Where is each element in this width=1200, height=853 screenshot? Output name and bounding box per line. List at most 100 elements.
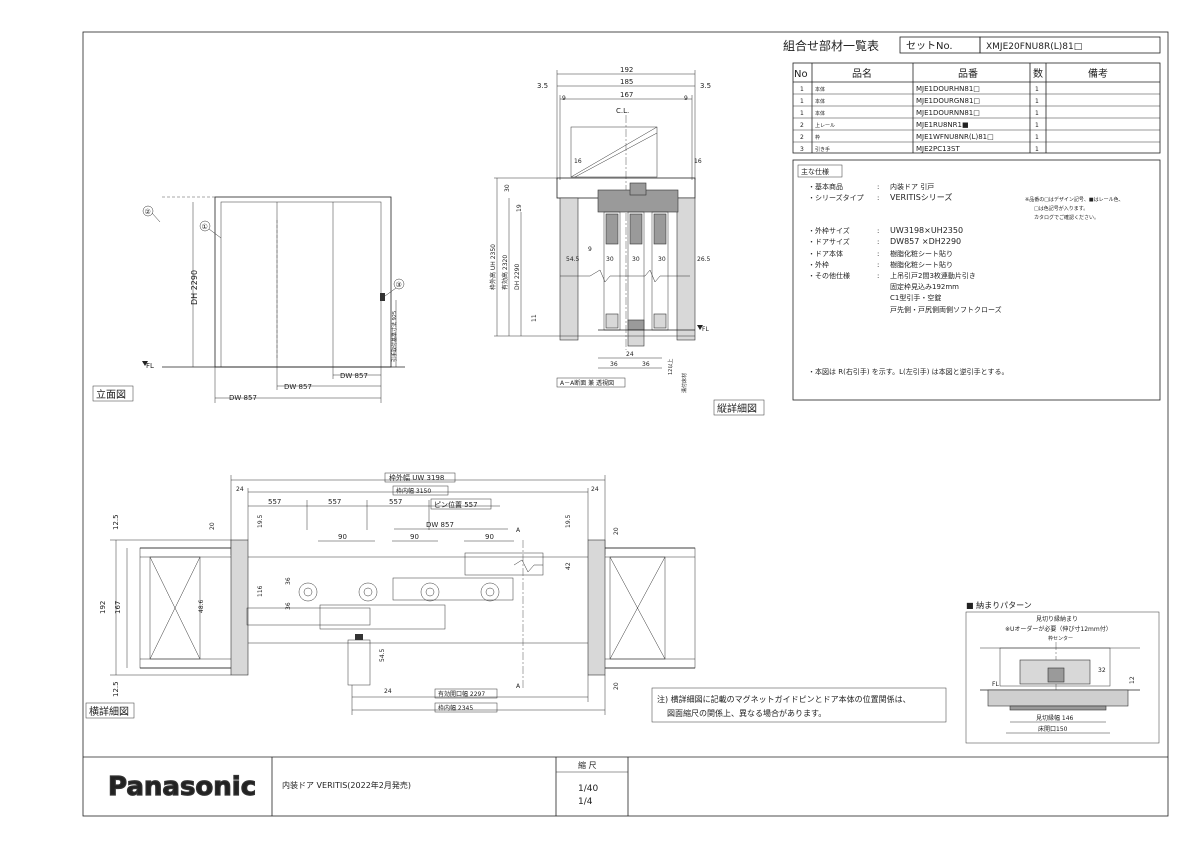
door-panel-4 xyxy=(464,552,544,576)
svg-text:2: 2 xyxy=(800,134,804,141)
svg-text:167: 167 xyxy=(620,91,633,99)
svg-text:枠内幅 3150: 枠内幅 3150 xyxy=(396,487,431,495)
svg-text:36: 36 xyxy=(285,577,292,585)
svg-text:MJE1WFNU8NR(L)81□: MJE1WFNU8NR(L)81□ xyxy=(916,133,994,141)
svg-text:30: 30 xyxy=(658,256,666,263)
svg-text:1: 1 xyxy=(1035,134,1039,141)
svg-text:2: 2 xyxy=(800,122,804,129)
svg-text:見切り縁納まり: 見切り縁納まり xyxy=(1036,615,1078,623)
svg-text:溝付床材: 溝付床材 xyxy=(681,373,688,393)
svg-text:・シリーズタイプ: ・シリーズタイプ xyxy=(808,193,864,202)
door-panel-1 xyxy=(246,607,371,626)
svg-text:90: 90 xyxy=(410,533,419,541)
pattern-title: ■ 納まりパターン xyxy=(966,600,1032,610)
svg-text:C1型引手・空錠: C1型引手・空錠 xyxy=(890,293,941,302)
svg-text:48.6: 48.6 xyxy=(198,599,205,613)
svg-text:192: 192 xyxy=(99,601,107,614)
svg-text:FL: FL xyxy=(992,681,999,688)
installation-pattern: ■ 納まりパターン 見切り縁納まり ※Uオーダーが必要（伸び寸12mm付） 枠セ… xyxy=(965,600,1160,744)
svg-text:12以上: 12以上 xyxy=(667,359,674,375)
svg-text:DW 857: DW 857 xyxy=(284,383,312,391)
note-box: 注) 横詳細図に記載のマグネットガイドピンとドア本体の位置関係は、 図面縮尺の関… xyxy=(651,687,947,723)
svg-text:有効開口幅 2297: 有効開口幅 2297 xyxy=(438,690,485,698)
svg-text:12.5: 12.5 xyxy=(112,514,120,530)
table-row: 2 枠 MJE1WFNU8NR(L)81□ 1 xyxy=(800,133,1039,141)
svg-text:1: 1 xyxy=(800,98,804,105)
panasonic-logo: Panasonic xyxy=(108,772,256,802)
svg-text:DW857 ×DH2290: DW857 ×DH2290 xyxy=(890,237,961,246)
svg-text:16: 16 xyxy=(574,158,582,165)
elevation-label: 立面図 xyxy=(96,388,126,401)
svg-text:ピン位置 557: ピン位置 557 xyxy=(434,500,478,509)
svg-text::: : xyxy=(877,194,879,202)
svg-text:・ドア本体: ・ドア本体 xyxy=(808,249,843,258)
table-row: 1 本体 MJE1DOURGN81□ 1 xyxy=(800,97,1039,105)
svg-text:③: ③ xyxy=(396,281,402,289)
vertical-detail-label: 縦詳細図 xyxy=(717,402,757,415)
svg-text:11: 11 xyxy=(531,314,538,322)
svg-text:床開口150: 床開口150 xyxy=(1038,725,1068,733)
svg-text:557: 557 xyxy=(389,498,402,506)
svg-text:戸先側・戸尻側両側ソフトクローズ: 戸先側・戸尻側両側ソフトクローズ xyxy=(890,305,1002,314)
svg-text:DH 2290: DH 2290 xyxy=(514,264,521,290)
svg-text:1: 1 xyxy=(800,110,804,117)
svg-text:30: 30 xyxy=(504,184,511,192)
handle-height-note: 引手取付基準寸法 925 xyxy=(391,311,398,362)
door-panel-3 xyxy=(392,577,514,601)
svg-text:116: 116 xyxy=(257,585,264,597)
svg-text:引き手: 引き手 xyxy=(815,146,830,153)
svg-text:②: ② xyxy=(145,208,151,216)
svg-text:557: 557 xyxy=(328,498,341,506)
balloon-1 xyxy=(199,220,211,232)
svg-text:・外枠サイズ: ・外枠サイズ xyxy=(808,226,850,235)
svg-text:上吊引戸2間3枚連動片引き: 上吊引戸2間3枚連動片引き xyxy=(890,271,976,280)
svg-text:12: 12 xyxy=(1129,676,1136,684)
svg-text:19.5: 19.5 xyxy=(257,514,264,528)
header-no: No xyxy=(794,69,808,80)
svg-text:上レール: 上レール xyxy=(815,122,835,129)
svg-text:90: 90 xyxy=(338,533,347,541)
svg-text:1: 1 xyxy=(800,86,804,93)
svg-text::: : xyxy=(877,238,879,246)
svg-text::: : xyxy=(877,272,879,280)
svg-text::: : xyxy=(877,227,879,235)
svg-text:54.5: 54.5 xyxy=(566,256,580,263)
parts-table: 組合せ部材一覧表 セットNo. XMJE20FNU8R(L)81□ No 品名 … xyxy=(783,36,1161,154)
specs-heading: 主な仕様 xyxy=(801,167,829,176)
set-no-value: XMJE20FNU8R(L)81□ xyxy=(986,42,1082,52)
svg-text:20: 20 xyxy=(209,522,216,530)
fl-label: FL xyxy=(146,362,154,370)
svg-text:32: 32 xyxy=(1098,667,1106,674)
svg-text:3.5: 3.5 xyxy=(700,82,711,90)
table-row: 1 本体 MJE1DOURHN81□ 1 xyxy=(800,85,1039,93)
svg-text:167: 167 xyxy=(114,601,122,614)
jamb-right xyxy=(587,539,606,676)
svg-text:UW3198×UH2350: UW3198×UH2350 xyxy=(890,226,963,235)
svg-text:3.5: 3.5 xyxy=(537,82,548,90)
svg-text:縮 尺: 縮 尺 xyxy=(578,760,597,770)
svg-text:9: 9 xyxy=(562,95,566,102)
door-panel-section xyxy=(603,211,669,331)
svg-text:MJE1RU8NR1■: MJE1RU8NR1■ xyxy=(916,121,969,129)
svg-text:枠外高 UH 2350: 枠外高 UH 2350 xyxy=(489,244,497,290)
svg-text:185: 185 xyxy=(620,78,633,86)
section-label: A－A断面 兼 透視図 xyxy=(560,379,614,387)
balloon-2 xyxy=(142,205,154,217)
svg-text:有効高 2320: 有効高 2320 xyxy=(501,255,509,290)
svg-text::: : xyxy=(877,261,879,269)
svg-text:1: 1 xyxy=(1035,122,1039,129)
horizontal-detail: 枠外幅 UW 3198 枠内幅 3150 24 24 557 557 557 ピ… xyxy=(85,472,696,719)
guide-pin-icon xyxy=(298,582,500,602)
svg-text:枠内幅 2345: 枠内幅 2345 xyxy=(438,704,473,712)
svg-text:557: 557 xyxy=(268,498,281,506)
svg-text:19.5: 19.5 xyxy=(565,514,572,528)
svg-text:30: 30 xyxy=(606,256,614,263)
svg-text:30: 30 xyxy=(632,256,640,263)
svg-text:□は色記号が入ります。: □は色記号が入ります。 xyxy=(1034,205,1088,212)
vd-fl-label: FL xyxy=(702,326,709,333)
svg-text:12.5: 12.5 xyxy=(112,681,120,697)
dh-label: DH 2290 xyxy=(190,270,199,305)
svg-text:24: 24 xyxy=(384,688,392,695)
svg-text:20: 20 xyxy=(613,527,620,535)
svg-text:カタログでご確認ください。: カタログでご確認ください。 xyxy=(1034,214,1099,221)
